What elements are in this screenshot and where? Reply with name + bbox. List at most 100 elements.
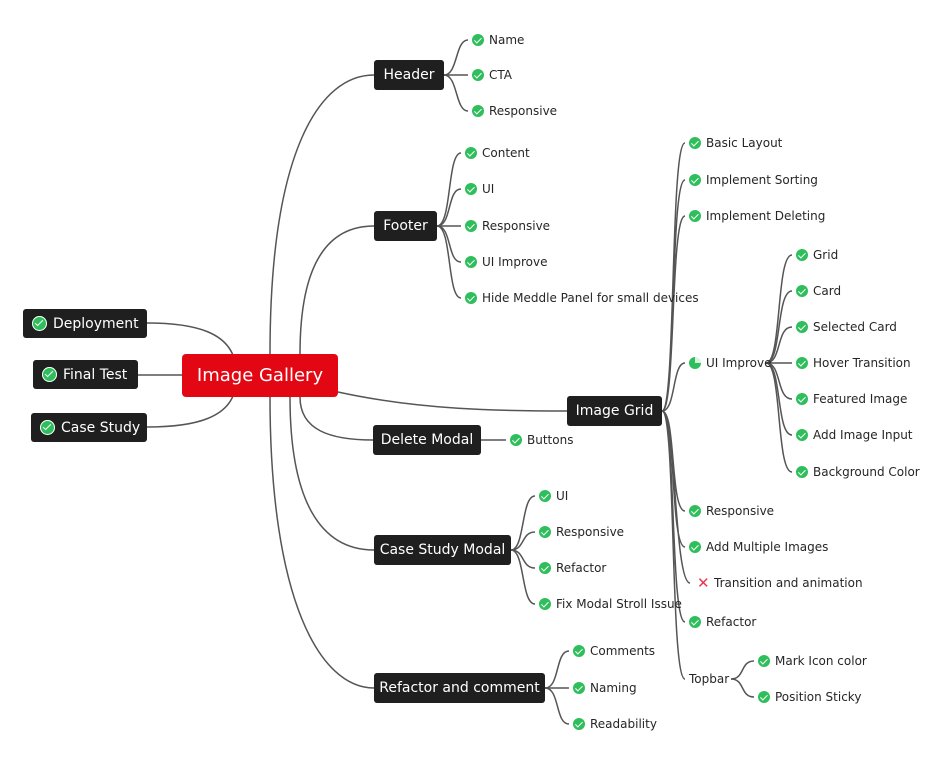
leaf-responsive[interactable]: Responsive (465, 218, 550, 234)
node-image-grid[interactable]: Image Grid (567, 396, 662, 426)
leaf-label: UI Improve (706, 356, 772, 370)
leaf-comments[interactable]: Comments (573, 643, 655, 659)
leaf-transition-and-animation[interactable]: ✕ Transition and animation (697, 575, 863, 591)
leaf-mark-icon-color[interactable]: Mark Icon color (758, 653, 867, 669)
check-circle-icon (689, 541, 701, 553)
node-case-study[interactable]: Case Study (31, 413, 147, 442)
leaf-label: UI (482, 182, 495, 196)
leaf-label: Content (482, 146, 530, 160)
progress-pie-icon (689, 357, 701, 369)
check-circle-icon (689, 505, 701, 517)
leaf-label: Grid (813, 248, 839, 262)
node-header[interactable]: Header (374, 60, 444, 90)
leaf-naming[interactable]: Naming (573, 680, 637, 696)
leaf-background-color[interactable]: Background Color (796, 464, 920, 480)
leaf-label: UI (556, 489, 569, 503)
leaf-label: Featured Image (813, 392, 908, 406)
leaf-topbar[interactable]: Topbar (689, 672, 730, 686)
leaf-responsive[interactable]: Responsive (539, 524, 624, 540)
node-label: Header (383, 67, 435, 83)
check-circle-icon (40, 420, 55, 435)
check-circle-icon (689, 174, 701, 186)
check-circle-icon (796, 357, 808, 369)
leaf-label: Background Color (813, 465, 920, 479)
leaf-hover-transition[interactable]: Hover Transition (796, 355, 911, 371)
leaf-content[interactable]: Content (465, 145, 530, 161)
check-circle-icon (796, 393, 808, 405)
leaf-hide-meddle-panel[interactable]: Hide Meddle Panel for small devices (465, 290, 699, 306)
leaf-responsive[interactable]: Responsive (472, 103, 557, 119)
check-circle-icon (796, 429, 808, 441)
root-node[interactable]: Image Gallery (182, 354, 338, 397)
check-circle-icon (796, 321, 808, 333)
leaf-card[interactable]: Card (796, 283, 841, 299)
check-circle-icon (573, 645, 585, 657)
check-circle-icon (573, 682, 585, 694)
check-circle-icon (689, 616, 701, 628)
leaf-name[interactable]: Name (472, 32, 524, 48)
leaf-label: Responsive (706, 504, 775, 518)
leaf-label: Name (489, 33, 525, 47)
node-footer[interactable]: Footer (374, 211, 437, 241)
node-delete-modal[interactable]: Delete Modal (373, 425, 481, 455)
check-circle-icon (465, 256, 477, 268)
leaf-fix-modal-stroll-issue[interactable]: Fix Modal Stroll Issue (539, 596, 682, 612)
leaf-refactor[interactable]: Refactor (539, 560, 606, 576)
leaf-label: Basic Layout (706, 136, 783, 150)
leaf-readability[interactable]: Readability (573, 716, 657, 732)
leaf-featured-image[interactable]: Featured Image (796, 391, 907, 407)
leaf-label: Selected Card (813, 320, 897, 334)
leaf-add-multiple-images[interactable]: Add Multiple Images (689, 539, 828, 555)
leaf-label: Naming (590, 681, 637, 695)
node-final-test[interactable]: Final Test (33, 360, 138, 389)
check-circle-icon (465, 183, 477, 195)
leaf-cta[interactable]: CTA (472, 67, 512, 83)
node-case-study-modal[interactable]: Case Study Modal (374, 535, 511, 565)
leaf-refactor[interactable]: Refactor (689, 614, 756, 630)
check-circle-icon (510, 434, 522, 446)
leaf-label: CTA (489, 68, 512, 82)
leaf-ui[interactable]: UI (539, 488, 568, 504)
check-circle-icon (472, 69, 484, 81)
check-circle-icon (573, 718, 585, 730)
check-circle-icon (539, 598, 551, 610)
check-circle-icon (796, 466, 808, 478)
leaf-label: Responsive (556, 525, 625, 539)
check-circle-icon (796, 285, 808, 297)
leaf-label: Hover Transition (813, 356, 911, 370)
leaf-ui[interactable]: UI (465, 181, 494, 197)
leaf-label: UI Improve (482, 255, 548, 269)
node-label: Footer (383, 218, 428, 234)
check-circle-icon (539, 526, 551, 538)
leaf-implement-sorting[interactable]: Implement Sorting (689, 172, 818, 188)
node-deployment[interactable]: Deployment (23, 309, 147, 338)
leaf-label: Card (813, 284, 842, 298)
node-label: Delete Modal (380, 432, 474, 448)
leaf-basic-layout[interactable]: Basic Layout (689, 135, 782, 151)
leaf-label: Responsive (482, 219, 551, 233)
leaf-label: Implement Deleting (706, 209, 826, 223)
x-mark-icon: ✕ (697, 574, 710, 592)
leaf-label: Transition and animation (714, 576, 863, 590)
leaf-grid[interactable]: Grid (796, 247, 838, 263)
node-label: Refactor and comment (379, 680, 540, 696)
leaf-buttons[interactable]: Buttons (510, 432, 573, 448)
leaf-add-image-input[interactable]: Add Image Input (796, 427, 913, 443)
check-circle-icon (42, 367, 57, 382)
leaf-ui-improve[interactable]: UI Improve (689, 355, 771, 371)
leaf-label: Refactor (706, 615, 757, 629)
leaf-position-sticky[interactable]: Position Sticky (758, 689, 861, 705)
check-circle-icon (472, 105, 484, 117)
node-label: Deployment (53, 315, 139, 332)
leaf-ui-improve[interactable]: UI Improve (465, 254, 547, 270)
check-circle-icon (465, 220, 477, 232)
leaf-selected-card[interactable]: Selected Card (796, 319, 897, 335)
leaf-implement-deleting[interactable]: Implement Deleting (689, 208, 825, 224)
node-refactor-and-comment[interactable]: Refactor and comment (374, 673, 545, 703)
leaf-responsive[interactable]: Responsive (689, 503, 774, 519)
check-circle-icon (465, 147, 477, 159)
leaf-label: Responsive (489, 104, 558, 118)
leaf-label: Refactor (556, 561, 607, 575)
node-label: Case Study (61, 419, 141, 436)
